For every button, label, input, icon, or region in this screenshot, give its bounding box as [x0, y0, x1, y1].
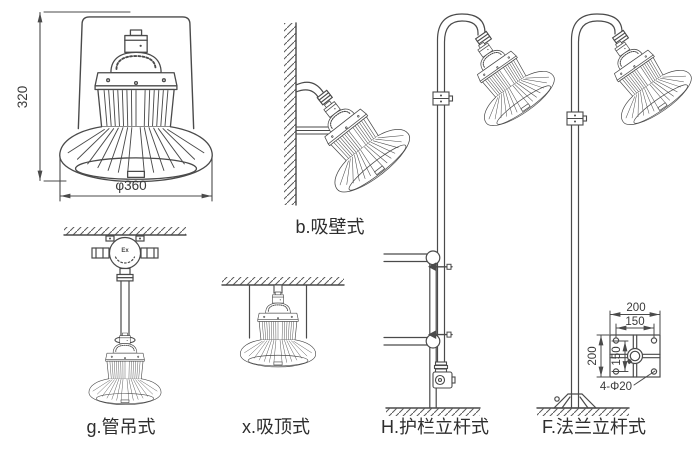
- plate-bolt-spacing-h: 150: [611, 346, 623, 365]
- wall-connector: [316, 89, 334, 106]
- height-dimension: [37, 11, 131, 182]
- ceiling-bracket: [248, 284, 308, 339]
- lamp-wall-mounted: [290, 74, 419, 202]
- plate-bolt-spacing-w: 150: [625, 316, 644, 328]
- pole-coupling: [432, 91, 454, 106]
- pole-coupling-2: [566, 111, 588, 126]
- plate-width-dim: 200: [626, 302, 645, 314]
- front-height-dim: 320: [15, 86, 30, 109]
- guardrail-pole-label: H.护栏立杆式: [381, 417, 489, 437]
- flange-base: [552, 393, 598, 409]
- ground-hatch: [386, 408, 480, 416]
- lamp-front-view: [58, 29, 214, 183]
- wall-conduit: [295, 81, 324, 98]
- ex-marking: Ex: [121, 248, 129, 254]
- lamp-ceiling-mounted: [239, 291, 317, 368]
- drop-pipe: [120, 280, 130, 338]
- gooseneck-pole: [436, 13, 486, 363]
- lamp-flange-pole: [583, 18, 699, 134]
- pole-connector-2: [611, 29, 630, 47]
- ceiling-hatch-2: [222, 277, 344, 285]
- rail-clamp-bolts: [428, 262, 453, 339]
- lamp-pipe-pendant: [88, 332, 162, 406]
- ground-hatch-2: [537, 408, 629, 416]
- ceiling-hatch: [64, 227, 186, 235]
- pipe-pendant-label: g.管吊式: [86, 417, 155, 437]
- guardrail: [383, 250, 441, 409]
- pipe-pendant-drawing: Ex g.管吊式: [63, 227, 187, 437]
- wall-hatch: [284, 23, 296, 205]
- plate-height-dim: 200: [587, 346, 599, 365]
- front-view-drawing: 320 φ360: [15, 11, 214, 202]
- plate-bolt-holes: 4-Φ20: [600, 381, 632, 393]
- diameter-dimension: [59, 155, 213, 202]
- flange-plate-dimensions: [596, 310, 661, 386]
- flange-plate-detail: 200 150 200 150 4-Φ20: [587, 302, 661, 393]
- lamp-guardrail-pole: [446, 19, 562, 135]
- guardrail-pole-drawing: H.护栏立杆式: [381, 13, 562, 437]
- pole-connector: [474, 30, 493, 48]
- front-diameter-dim: φ360: [115, 178, 146, 193]
- flange-pole-drawing: F.法兰立杆式: [536, 13, 699, 437]
- pole-junction-box: [432, 361, 456, 389]
- junction-box: [91, 235, 159, 282]
- wall-mount-drawing: b.吸壁式: [284, 22, 419, 237]
- gooseneck-pole-2: [570, 13, 623, 395]
- ceiling-mount-drawing: x.吸顶式: [221, 277, 345, 437]
- flange-pole-label: F.法兰立杆式: [542, 417, 646, 437]
- wall-mount-label: b.吸壁式: [295, 217, 364, 237]
- ceiling-mount-label: x.吸顶式: [242, 417, 310, 437]
